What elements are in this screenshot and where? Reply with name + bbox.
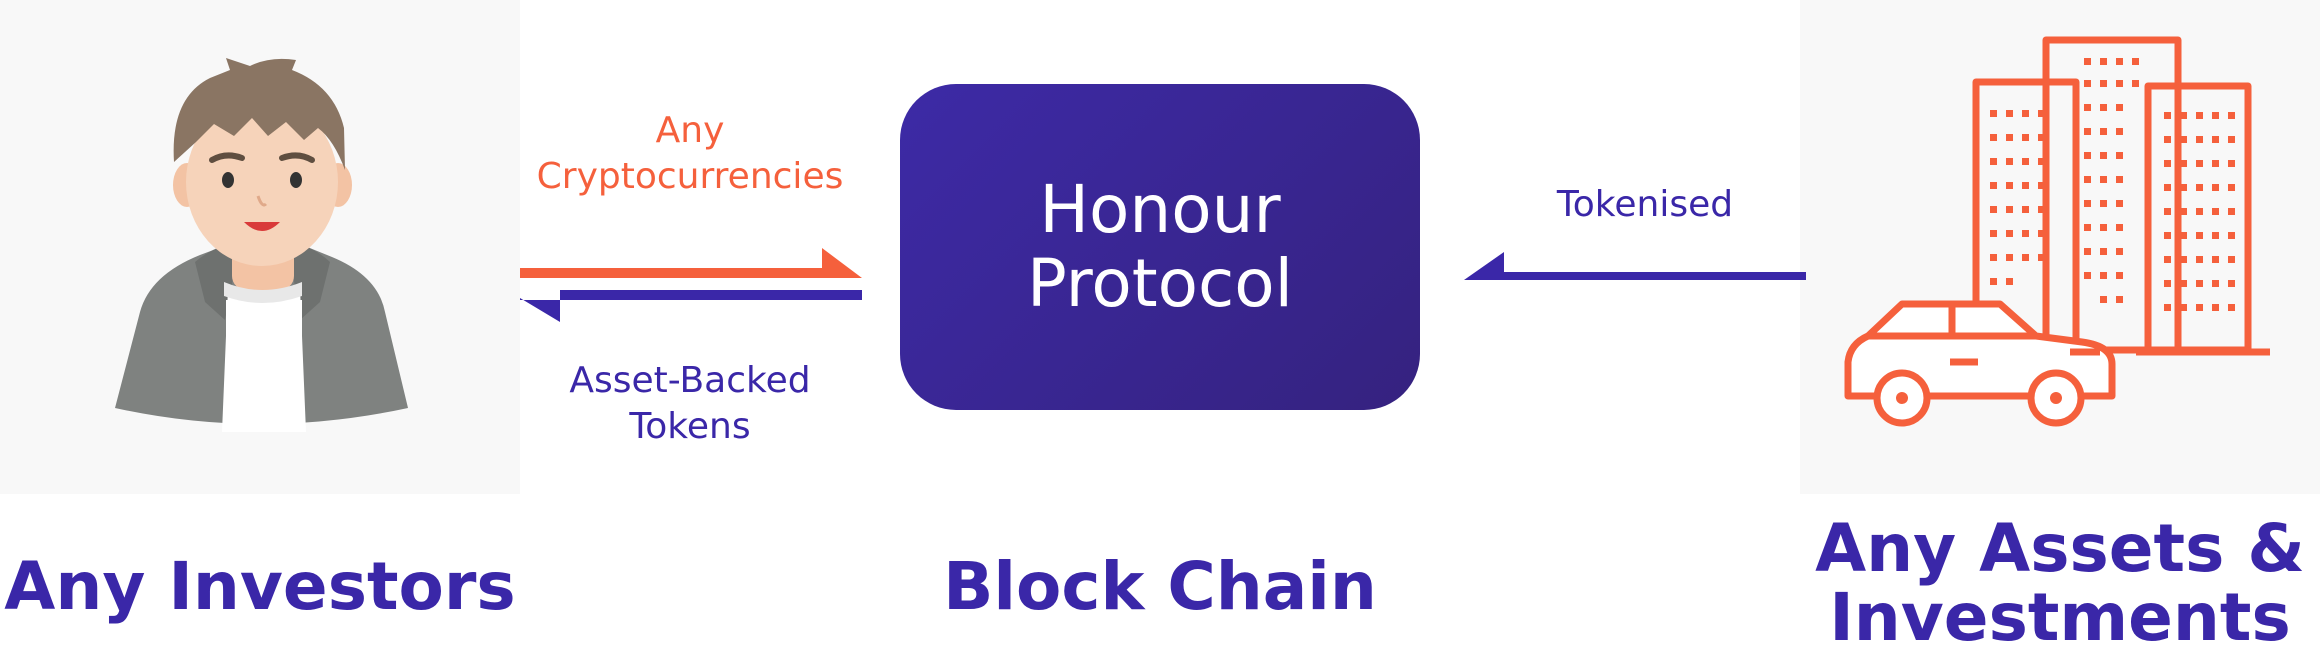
tokens-flow-label-line-1: Asset-Backed (569, 360, 811, 401)
honour-protocol-box: Honour Protocol (900, 84, 1420, 410)
blockchain-caption: Block Chain (943, 548, 1377, 625)
investor-avatar-icon (115, 58, 408, 432)
investors-caption: Any Investors (4, 548, 516, 625)
assets-caption: Any Assets & Investments (1815, 510, 2305, 656)
crypto-flow-label-line-2: Cryptocurrencies (536, 156, 844, 197)
tokenised-flow-label: Tokenised (1556, 184, 1734, 225)
crypto-flow-label-line-1: Any (655, 110, 725, 151)
tokens-arrow (520, 290, 862, 322)
tokens-flow-label: Asset-Backed Tokens (520, 358, 860, 450)
protocol-title: Honour Protocol (1027, 171, 1293, 322)
tokenised-arrow (1464, 252, 1806, 280)
tokens-flow-label-line-2: Tokens (629, 406, 751, 447)
crypto-flow-label: Any Cryptocurrencies (520, 108, 860, 200)
crypto-arrow (520, 248, 862, 278)
